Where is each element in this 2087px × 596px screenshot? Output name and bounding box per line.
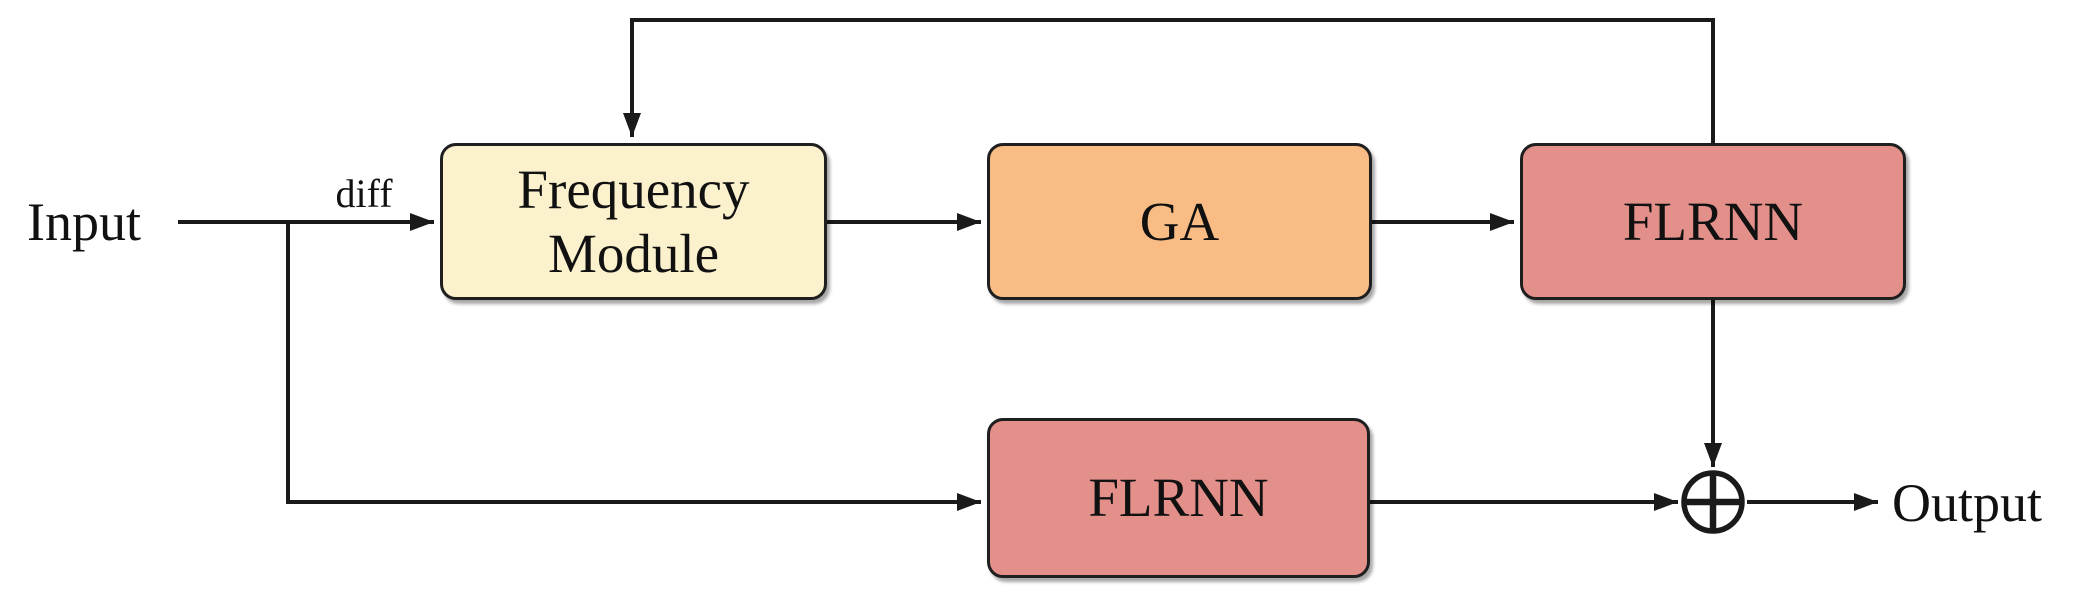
edge-feedback-flrnn-to-frequency-module <box>623 18 1715 143</box>
diff-edge-label: diff <box>335 171 393 216</box>
edge-input-to-flrnn-bottom <box>286 222 981 511</box>
node-flrnn-bottom-label: FLRNN <box>1088 467 1269 529</box>
node-ga-label: GA <box>1139 190 1220 252</box>
output-label: Output <box>1892 473 2043 533</box>
node-ga: GA <box>987 143 1372 300</box>
node-frequency-module: Frequency Module <box>440 143 827 300</box>
sum-node <box>1681 470 1745 534</box>
node-frequency-module-label: Frequency Module <box>517 159 750 284</box>
node-flrnn-top-label: FLRNN <box>1622 190 1804 252</box>
plus-cross-icon <box>1684 473 1742 531</box>
input-label: Input <box>27 192 141 252</box>
node-flrnn-bottom: FLRNN <box>987 418 1370 578</box>
node-flrnn-top: FLRNN <box>1520 143 1906 300</box>
